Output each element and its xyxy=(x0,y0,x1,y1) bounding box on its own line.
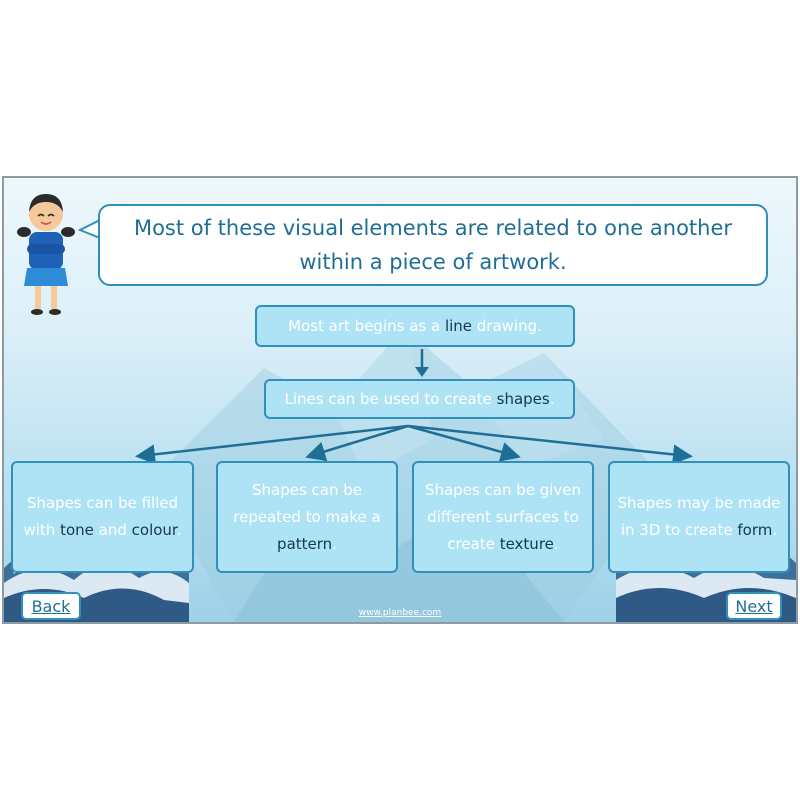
keyword-form: form xyxy=(737,521,773,539)
back-button[interactable]: Back xyxy=(21,592,81,620)
keyword-tone: tone xyxy=(60,521,94,539)
branch-text: Shapes may be made in 3D to create xyxy=(617,494,781,539)
keyword-pattern: pattern xyxy=(277,534,333,553)
flow-node-line: Most art begins as a line drawing. xyxy=(255,305,575,347)
keyword-line: line xyxy=(444,316,473,335)
flow-node-line-end: drawing. xyxy=(472,316,542,335)
back-button-label: Back xyxy=(31,596,71,616)
next-button-label: Next xyxy=(735,596,773,616)
branch-text: Shapes can be given different surfaces t… xyxy=(424,480,582,553)
speech-bubble-text: Most of these visual elements are relate… xyxy=(133,216,733,274)
branch-text-mid: and xyxy=(93,521,132,539)
branch-text-end: . xyxy=(772,521,778,539)
flow-node-line-text: Most art begins as a xyxy=(288,316,445,335)
branch-text-end: . xyxy=(553,534,559,553)
branch-text: Shapes can be repeated to make a xyxy=(233,480,381,526)
flow-node-texture: Shapes can be given different surfaces t… xyxy=(412,461,594,573)
lesson-slide: Most of these visual elements are relate… xyxy=(2,176,798,624)
flow-node-tone-colour: Shapes can be filled with tone and colou… xyxy=(11,461,194,573)
website-link[interactable]: www.planbee.com xyxy=(4,608,796,618)
flow-node-shapes: Lines can be used to create shapes. xyxy=(264,379,575,419)
flow-node-shapes-text: Lines can be used to create xyxy=(284,389,497,408)
keyword-colour: colour xyxy=(131,521,177,539)
branch-text: Shapes can be filled with xyxy=(23,494,179,539)
branch-text-end: . xyxy=(332,534,337,553)
website-link-text: www.planbee.com xyxy=(358,608,442,618)
arrow-down-icon xyxy=(415,349,429,377)
keyword-texture: texture xyxy=(499,534,554,553)
flow-node-shapes-end: . xyxy=(549,389,555,408)
branch-text-end: . xyxy=(176,521,182,539)
girl-character-icon xyxy=(17,194,75,315)
keyword-shapes: shapes xyxy=(496,389,550,408)
flow-node-pattern: Shapes can be repeated to make a pattern… xyxy=(216,461,398,573)
speech-bubble: Most of these visual elements are relate… xyxy=(98,204,768,286)
flow-node-form: Shapes may be made in 3D to create form. xyxy=(608,461,790,573)
next-button[interactable]: Next xyxy=(726,592,782,620)
branch-arrows-icon xyxy=(135,424,693,464)
